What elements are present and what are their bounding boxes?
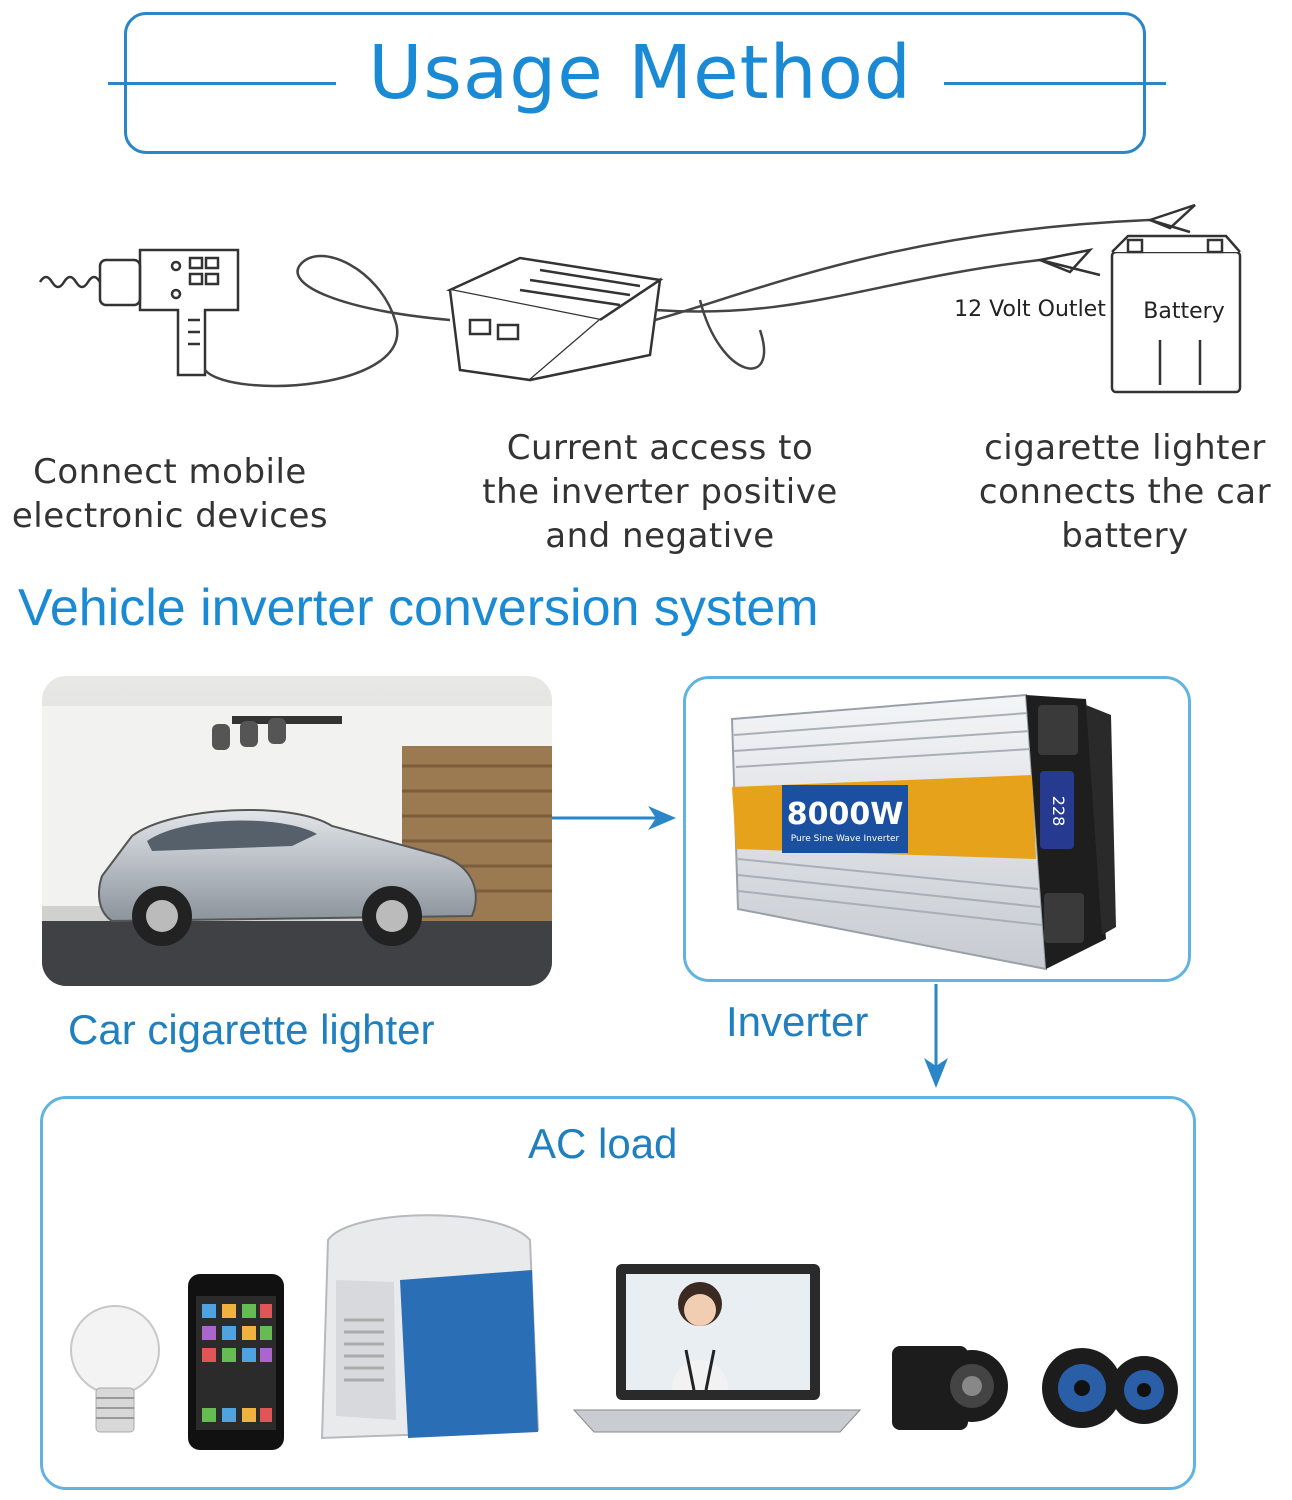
smartphone-icon	[188, 1274, 284, 1450]
portable-fridge-icon	[320, 1214, 540, 1440]
negative-cable	[654, 258, 1041, 313]
drill-icon	[38, 248, 240, 377]
inverter-sketch-icon	[445, 256, 664, 382]
ac-load-devices	[70, 1214, 1178, 1450]
inverter-photo: 8000W Pure Sine Wave Inverter 228	[730, 693, 1116, 971]
title-rule-left	[108, 82, 336, 85]
inverter-display: 228	[1049, 796, 1068, 827]
caption-inverter: Current access to the inverter positive …	[482, 428, 838, 556]
speakers-icon	[1042, 1348, 1178, 1428]
inverter-badge: 8000W	[787, 797, 904, 832]
camera-icon	[892, 1346, 1008, 1430]
battery-clamp-icon	[1035, 203, 1196, 277]
battery-icon	[1110, 234, 1242, 394]
caption-device: Connect mobile electronic devices	[11, 452, 329, 536]
cable-loop	[698, 299, 766, 370]
drill-cable	[204, 254, 451, 388]
title-rule-right	[944, 82, 1166, 85]
laptop-icon	[572, 1264, 862, 1433]
caption-battery: cigarette lighter connects the car batte…	[978, 428, 1272, 556]
inverter-label: Inverter	[726, 998, 869, 1045]
outlet-label: 12 Volt Outlet	[954, 297, 1106, 322]
car-label: Car cigarette lighter	[68, 1006, 435, 1053]
page-title: Usage Method	[368, 30, 912, 116]
light-bulb-icon	[70, 1305, 160, 1433]
arrow-to-load	[924, 984, 948, 1088]
wiring-diagram: Battery 12 Volt Outlet	[38, 203, 1242, 394]
inverter-subtitle: Pure Sine Wave Inverter	[791, 834, 900, 844]
ac-load-title: AC load	[528, 1120, 678, 1167]
battery-label: Battery	[1143, 299, 1224, 324]
arrow-to-inverter	[552, 806, 676, 830]
car-photo	[42, 676, 552, 986]
section-title-conversion: Vehicle inverter conversion system	[18, 579, 819, 637]
inverter-panel: 8000W Pure Sine Wave Inverter 228	[683, 676, 1191, 982]
title-frame	[124, 12, 1146, 154]
